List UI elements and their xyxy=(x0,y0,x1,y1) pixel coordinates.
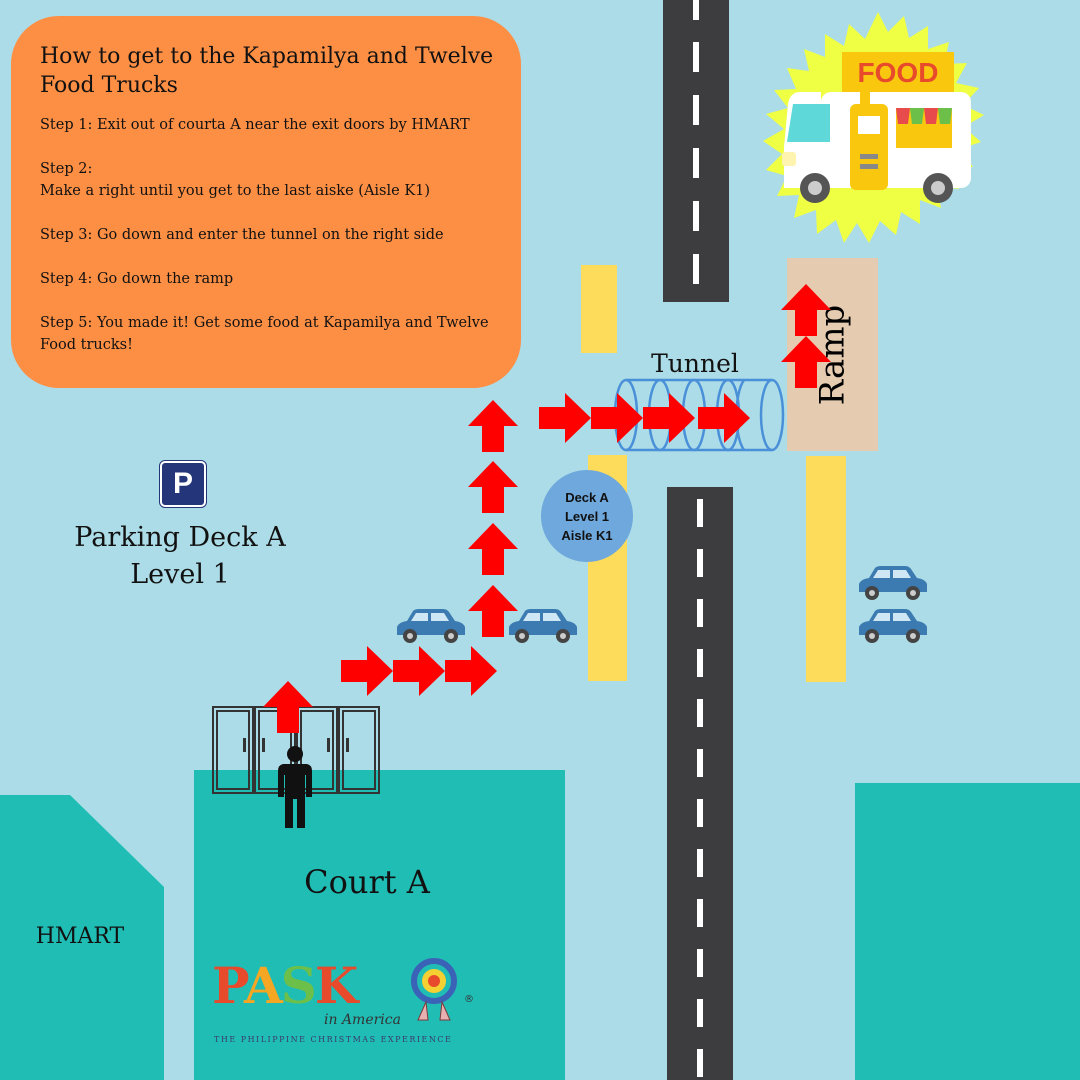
parking-line xyxy=(806,456,846,682)
right-building xyxy=(855,783,1080,1080)
hmart-building xyxy=(0,795,164,1080)
arrow-icon xyxy=(781,284,831,336)
step-1: Step 1: Exit out of courta A near the ex… xyxy=(40,117,470,133)
logo-letter-k: K xyxy=(315,958,360,1015)
arrow-icon xyxy=(263,681,313,733)
arrow-icon xyxy=(591,393,643,443)
parol-star-icon xyxy=(411,958,457,1021)
logo-script: in America xyxy=(324,1012,401,1028)
arrow-icon xyxy=(468,585,518,637)
logo-tagline: THE PHILIPPINE CHRISTMAS EXPERIENCE xyxy=(214,1035,452,1044)
food-truck-icon: FOOD xyxy=(763,12,984,243)
parking-line xyxy=(581,265,617,353)
arrow-icon xyxy=(445,646,497,696)
deck-circle-line2: Level 1 xyxy=(564,508,610,524)
car-icon xyxy=(859,609,927,643)
parking-icon: P xyxy=(160,461,206,507)
arrow-icon xyxy=(698,393,750,443)
arrow-icon xyxy=(643,393,695,443)
road-north xyxy=(663,0,729,302)
logo-letter-s: S xyxy=(281,958,315,1015)
instructions-title: How to get to the Kapamilya and Twelve F… xyxy=(40,44,494,98)
deck-circle-line3: Aisle K1 xyxy=(561,527,613,543)
step-3: Step 3: Go down and enter the tunnel on … xyxy=(40,227,444,243)
person-icon xyxy=(278,746,312,828)
step-4: Step 4: Go down the ramp xyxy=(40,271,234,287)
arrow-icon xyxy=(468,400,518,452)
parking-deck-label: Parking Deck A Level 1 xyxy=(40,519,320,593)
arrow-icon xyxy=(539,393,591,443)
parking-label-line1: Parking Deck A xyxy=(74,522,286,553)
pasko-logo: PASK ® in America THE PHILIPPINE CHRISTM… xyxy=(212,958,474,1044)
arrow-icon xyxy=(468,461,518,513)
tunnel-label: Tunnel xyxy=(651,349,739,378)
instructions-panel: How to get to the Kapamilya and Twelve F… xyxy=(11,16,521,388)
parking-label-line2: Level 1 xyxy=(130,559,230,590)
hmart-label: HMART xyxy=(35,924,125,949)
road-south xyxy=(667,487,733,1080)
svg-text:PASK: PASK xyxy=(212,958,360,1015)
step-5: Step 5: You made it! Get some food at Ka… xyxy=(40,315,489,353)
deck-a-aisle-marker: Deck A Level 1 Aisle K1 xyxy=(541,470,633,562)
food-sign-text: FOOD xyxy=(858,57,939,88)
arrow-icon xyxy=(468,523,518,575)
logo-letter-a: A xyxy=(243,958,284,1015)
car-icon xyxy=(509,609,577,643)
arrow-icon xyxy=(341,646,393,696)
registered-mark: ® xyxy=(464,994,474,1005)
arrow-icon xyxy=(781,336,831,388)
car-icon xyxy=(397,609,465,643)
step-2: Step 2: Make a right until you get to th… xyxy=(40,161,431,199)
court-a-building xyxy=(194,770,565,1080)
arrow-icon xyxy=(393,646,445,696)
car-icon xyxy=(859,566,927,600)
court-a-label: Court A xyxy=(304,863,430,901)
deck-circle-line1: Deck A xyxy=(565,489,609,505)
